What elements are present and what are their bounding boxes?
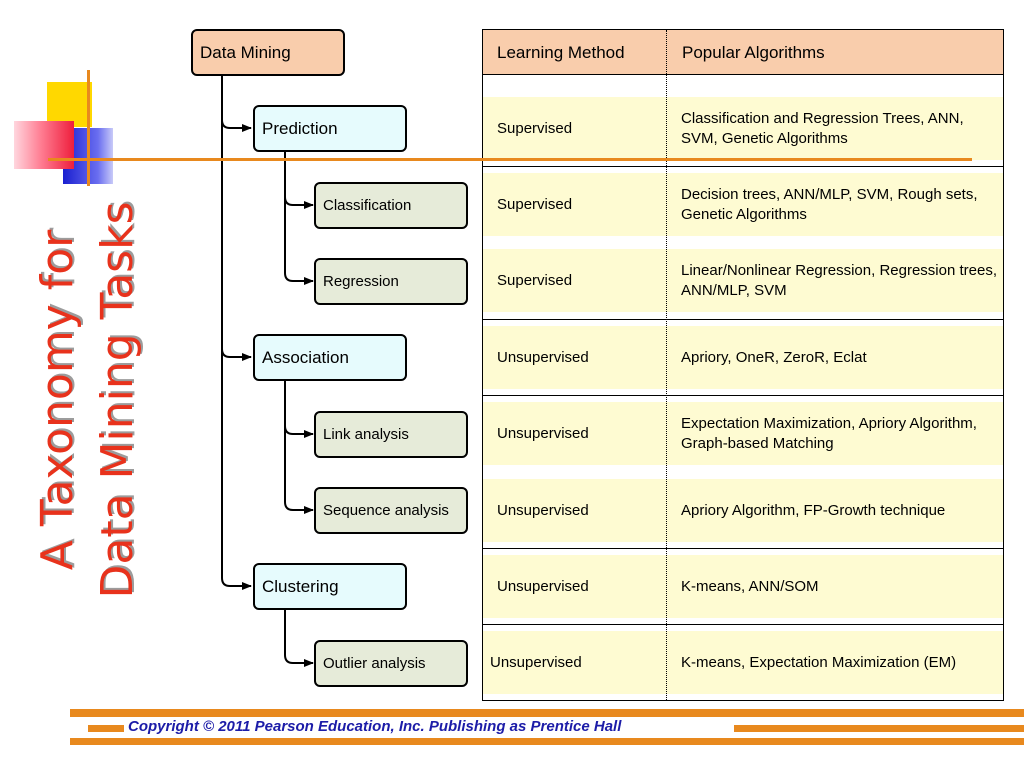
node-link-analysis: Link analysis — [314, 411, 468, 458]
header-learning-method: Learning Method — [497, 42, 625, 62]
table-row-bg — [483, 249, 1003, 312]
cell-popular-algorithms: Decision trees, ANN/MLP, SVM, Rough sets… — [681, 185, 978, 223]
table-row-bg — [483, 173, 1003, 236]
decor-yellow-square — [47, 82, 92, 127]
cell-learning-method: Unsupervised — [497, 502, 589, 519]
node-classification: Classification — [314, 182, 468, 229]
node-data-mining: Data Mining — [191, 29, 345, 76]
row-divider — [483, 166, 1003, 167]
row-divider — [483, 319, 1003, 320]
table-row-bg — [483, 479, 1003, 542]
cell-learning-method: Unsupervised — [490, 654, 582, 671]
cell-learning-method: Supervised — [497, 120, 573, 137]
cell-learning-method: Unsupervised — [497, 349, 589, 366]
cell-popular-algorithms: Expectation Maximization, Apriory Algori… — [681, 414, 977, 452]
node-clustering: Clustering — [253, 563, 407, 610]
header-popular-algorithms: Popular Algorithms — [682, 42, 825, 62]
cell-popular-algorithms: Linear/Nonlinear Regression, Regression … — [681, 261, 997, 299]
cell-popular-algorithms: K-means, ANN/SOM — [681, 577, 819, 595]
footer-bar-bottom — [70, 738, 1024, 745]
node-outlier-analysis: Outlier analysis — [314, 640, 468, 687]
table-row-bg — [483, 555, 1003, 618]
table-row-bg — [483, 631, 1003, 694]
cell-learning-method: Unsupervised — [497, 578, 589, 595]
cell-learning-method: Supervised — [497, 272, 573, 289]
table-row-bg — [483, 402, 1003, 465]
cell-popular-algorithms: Apriory, OneR, ZeroR, Eclat — [681, 348, 867, 366]
column-divider — [666, 30, 667, 700]
table-header-row — [483, 30, 1003, 75]
cell-popular-algorithms: Classification and Regression Trees, ANN… — [681, 109, 964, 147]
footer-bar-left — [88, 725, 124, 732]
footer-bar-top — [70, 709, 1024, 717]
table-row-bg — [483, 326, 1003, 389]
decor-pink-square — [14, 121, 74, 169]
cell-popular-algorithms: Apriory Algorithm, FP-Growth technique — [681, 501, 946, 519]
row-divider — [483, 548, 1003, 549]
decor-vertical-line — [87, 70, 90, 186]
cell-learning-method: Unsupervised — [497, 425, 589, 442]
node-sequence-analysis: Sequence analysis — [314, 487, 468, 534]
cell-learning-method: Supervised — [497, 196, 573, 213]
footer-bar-right — [734, 725, 1024, 732]
decor-horizontal-line — [48, 158, 972, 161]
footer-copyright: Copyright © 2011 Pearson Education, Inc.… — [128, 718, 622, 735]
node-regression: Regression — [314, 258, 468, 305]
cell-popular-algorithms: K-means, Expectation Maximization (EM) — [681, 653, 957, 671]
node-association: Association — [253, 334, 407, 381]
row-divider — [483, 395, 1003, 396]
row-divider — [483, 624, 1003, 625]
node-prediction: Prediction — [253, 105, 407, 152]
table-row-bg — [483, 97, 1003, 160]
